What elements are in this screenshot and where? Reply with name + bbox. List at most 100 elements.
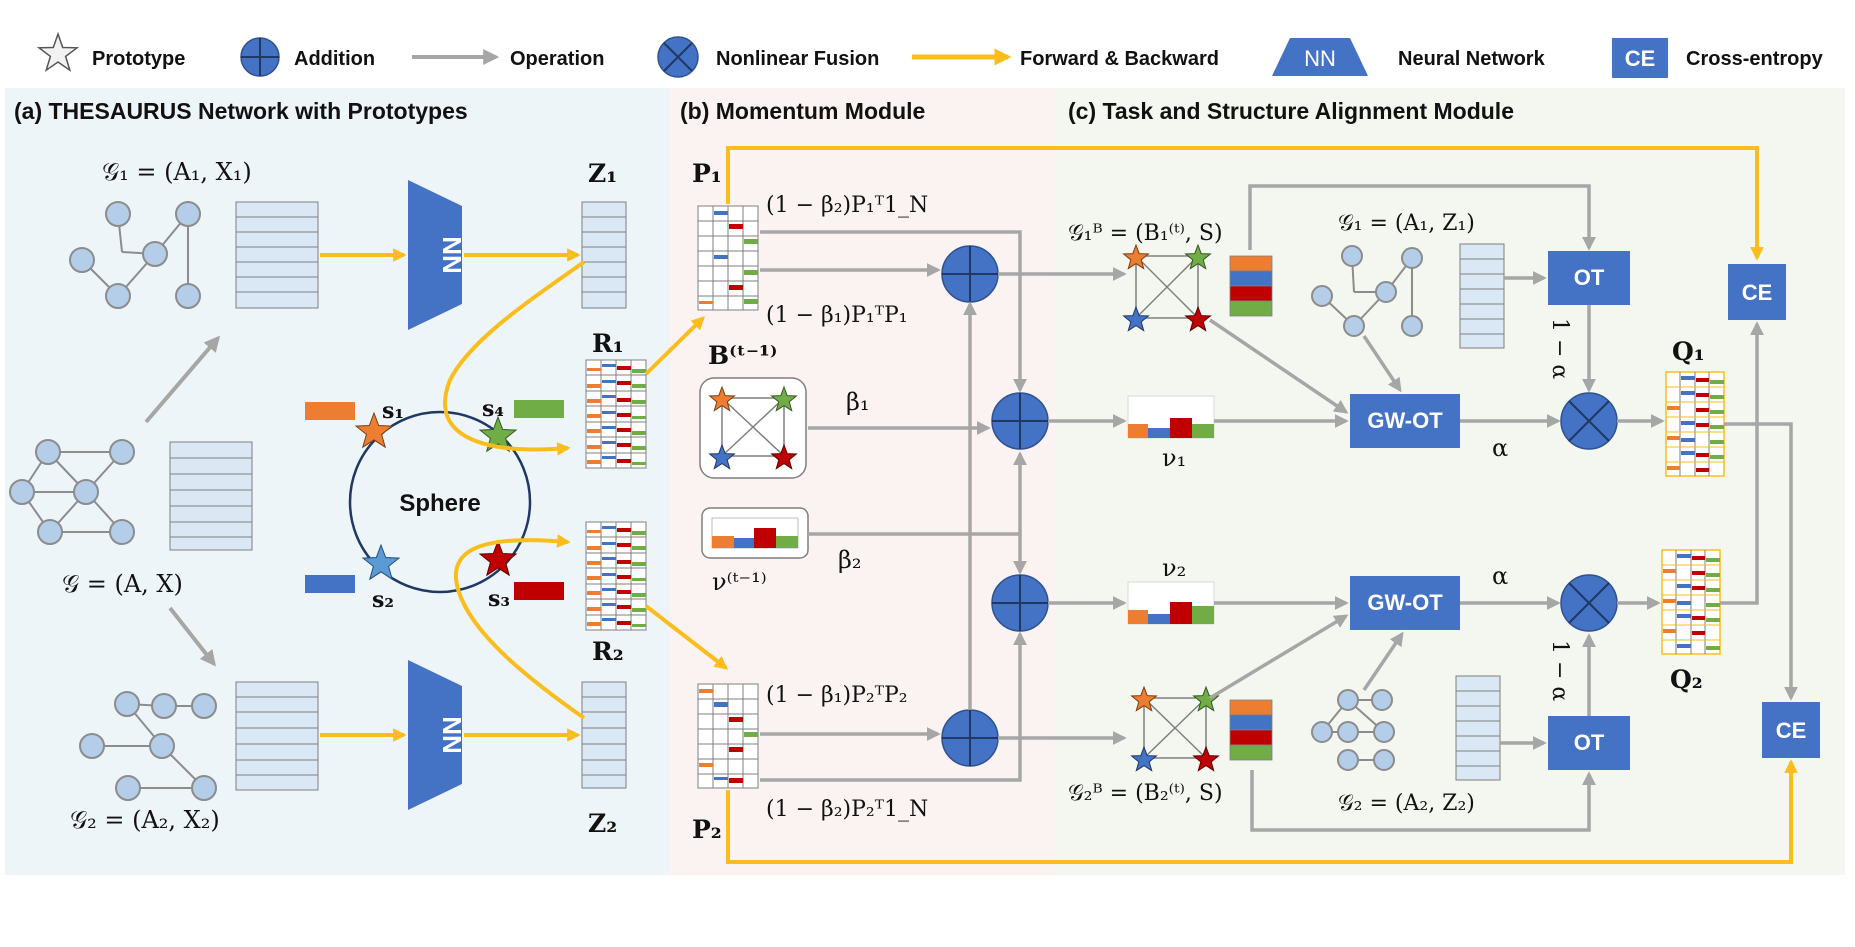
fusion-node-bottom	[1560, 574, 1618, 632]
label-beta1: β₁	[846, 388, 870, 416]
gwot-box-top	[1350, 394, 1460, 448]
momentum-graph-b-prev	[699, 377, 807, 479]
legend-addition-icon	[240, 37, 280, 77]
expr-p1-bottom: (1 − β₁)P₁ᵀP₁	[766, 303, 908, 328]
graph-g2-label: 𝒢₂ = (A₂, X₂)	[70, 806, 220, 834]
feature-matrix-x1-rows	[236, 216, 318, 293]
expr-p2-top: (1 − β₁)P₂ᵀP₂	[766, 683, 908, 708]
assignment-q1	[1665, 371, 1725, 477]
feature-matrix-x2-rows	[236, 696, 318, 776]
feature-matrix-x	[169, 441, 253, 551]
sphere-label: Sphere	[399, 490, 480, 517]
label-g1b: 𝒢₁ᴮ = (B₁⁽ᵗ⁾, S)	[1068, 221, 1223, 246]
label-alpha-bottom: α	[1492, 562, 1508, 590]
forward-z2-to-r2-curve	[454, 534, 586, 720]
label-p1: P₁	[692, 159, 722, 188]
panel-a-background	[5, 88, 670, 875]
embedding-z2	[581, 681, 627, 789]
fusion-node-top	[1560, 392, 1618, 450]
add-node-mid-bottom	[991, 574, 1049, 632]
distribution-nu1	[1127, 395, 1215, 439]
label-one-minus-alpha-bottom: 1 − α	[1547, 640, 1572, 701]
gwot-box-bottom	[1350, 576, 1460, 630]
label-beta2: β₂	[838, 546, 862, 574]
label-g1-z1: 𝒢₁ = (A₁, Z₁)	[1338, 211, 1475, 236]
expr-p2-bottom: (1 − β₂)P₂ᵀ1_N	[766, 797, 928, 822]
forward-r1-to-p1	[644, 316, 705, 376]
ce-box-bottom-label: CE	[1776, 718, 1807, 743]
assignment-r2	[585, 521, 647, 631]
prototype-graph-g1b	[1122, 243, 1273, 332]
add-node-bottom	[941, 709, 999, 767]
prototype-s1-vector	[305, 402, 355, 420]
legend-operation-label: Operation	[510, 48, 604, 70]
add-node-top	[941, 245, 999, 303]
label-s4: s₄	[482, 396, 504, 422]
graph-g1-aligned	[1311, 245, 1423, 337]
nn-encoder-top-label: NN	[437, 236, 467, 274]
assignment-p2	[697, 683, 759, 789]
ce-box-top	[1728, 264, 1786, 320]
assignment-r1	[585, 359, 647, 469]
forward-p1-to-ce	[726, 146, 1764, 261]
embedding-z1-aligned-rows	[1460, 258, 1504, 335]
embedding-z2-rows	[582, 696, 626, 776]
ce-box-bottom	[1762, 702, 1820, 758]
embedding-z1-aligned	[1459, 243, 1505, 349]
prototype-s2-vector	[305, 575, 355, 593]
momentum-distribution-nu-prev	[701, 507, 809, 559]
augment-arrow-down	[168, 606, 216, 667]
legend-nonlinear-fusion-label: Nonlinear Fusion	[716, 48, 879, 70]
embedding-z2-aligned	[1455, 675, 1501, 781]
prototype-s2-star-icon	[361, 543, 401, 581]
legend-prototype-star-icon	[36, 31, 80, 73]
prototype-s3-star-icon	[478, 539, 518, 577]
panel-a-title: (a) THESAURUS Network with Prototypes	[14, 98, 468, 124]
label-nu2: ν₂	[1162, 554, 1186, 582]
ot-box-top-label: OT	[1574, 265, 1605, 290]
legend-prototype-label: Prototype	[92, 48, 185, 70]
ot-box-bottom-label: OT	[1574, 730, 1605, 755]
panel-c-title: (c) Task and Structure Alignment Module	[1068, 98, 1514, 124]
graph-g-label: 𝒢 = (A, X)	[62, 570, 183, 598]
prototype-s4-star-icon	[478, 415, 518, 453]
alignment-flow-lines	[1209, 184, 1798, 832]
legend-forward-backward-label: Forward & Backward	[1020, 48, 1219, 70]
label-q2: Q₂	[1670, 665, 1703, 694]
forward-z1-to-r1-curve	[443, 260, 586, 456]
add-node-mid-top	[991, 392, 1049, 450]
label-s1: s₁	[382, 398, 404, 424]
legend-addition-label: Addition	[294, 48, 375, 70]
forward-p2-to-ce	[726, 759, 1798, 864]
nn-encoder-bottom-label: NN	[437, 716, 467, 754]
embedding-z2-aligned-rows	[1456, 690, 1500, 767]
label-r2: R₂	[592, 637, 624, 666]
legend-nn-label: NN	[1304, 46, 1336, 71]
label-p2: P₂	[692, 815, 722, 844]
ot-box-top	[1548, 251, 1630, 305]
label-g2-z2: 𝒢₂ = (A₂, Z₂)	[1338, 791, 1475, 816]
label-z1: Z₁	[588, 159, 617, 188]
momentum-flow-lines	[760, 230, 1127, 782]
feature-matrix-x-rows	[170, 457, 252, 538]
graph-g1-label: 𝒢₁ = (A₁, X₁)	[102, 158, 252, 186]
embedding-z1	[581, 201, 627, 309]
graph-g2-aligned	[1311, 689, 1395, 771]
legend-ce-label: CE	[1625, 46, 1656, 71]
nn-encoder-top	[408, 180, 462, 330]
panel-b-title: (b) Momentum Module	[680, 98, 925, 124]
feature-matrix-x2	[235, 681, 319, 791]
graph-g1	[69, 201, 201, 309]
feature-matrix-x1	[235, 201, 319, 309]
legend-nn-trapezoid-icon	[1272, 38, 1368, 76]
ot-box-bottom	[1548, 716, 1630, 770]
nn-encoder-bottom	[408, 660, 462, 810]
prototype-s1-star-icon	[354, 411, 394, 449]
prototype-s4-vector	[514, 400, 564, 418]
forward-r2-to-p2	[644, 604, 729, 670]
graph-g2	[79, 691, 217, 801]
label-nu1: ν₁	[1162, 444, 1186, 472]
label-nu-prev: ν⁽ᵗ⁻¹⁾	[712, 568, 767, 596]
gwot-box-top-label: GW-OT	[1367, 408, 1443, 433]
label-g2b: 𝒢₂ᴮ = (B₂⁽ᵗ⁾, S)	[1068, 781, 1223, 806]
